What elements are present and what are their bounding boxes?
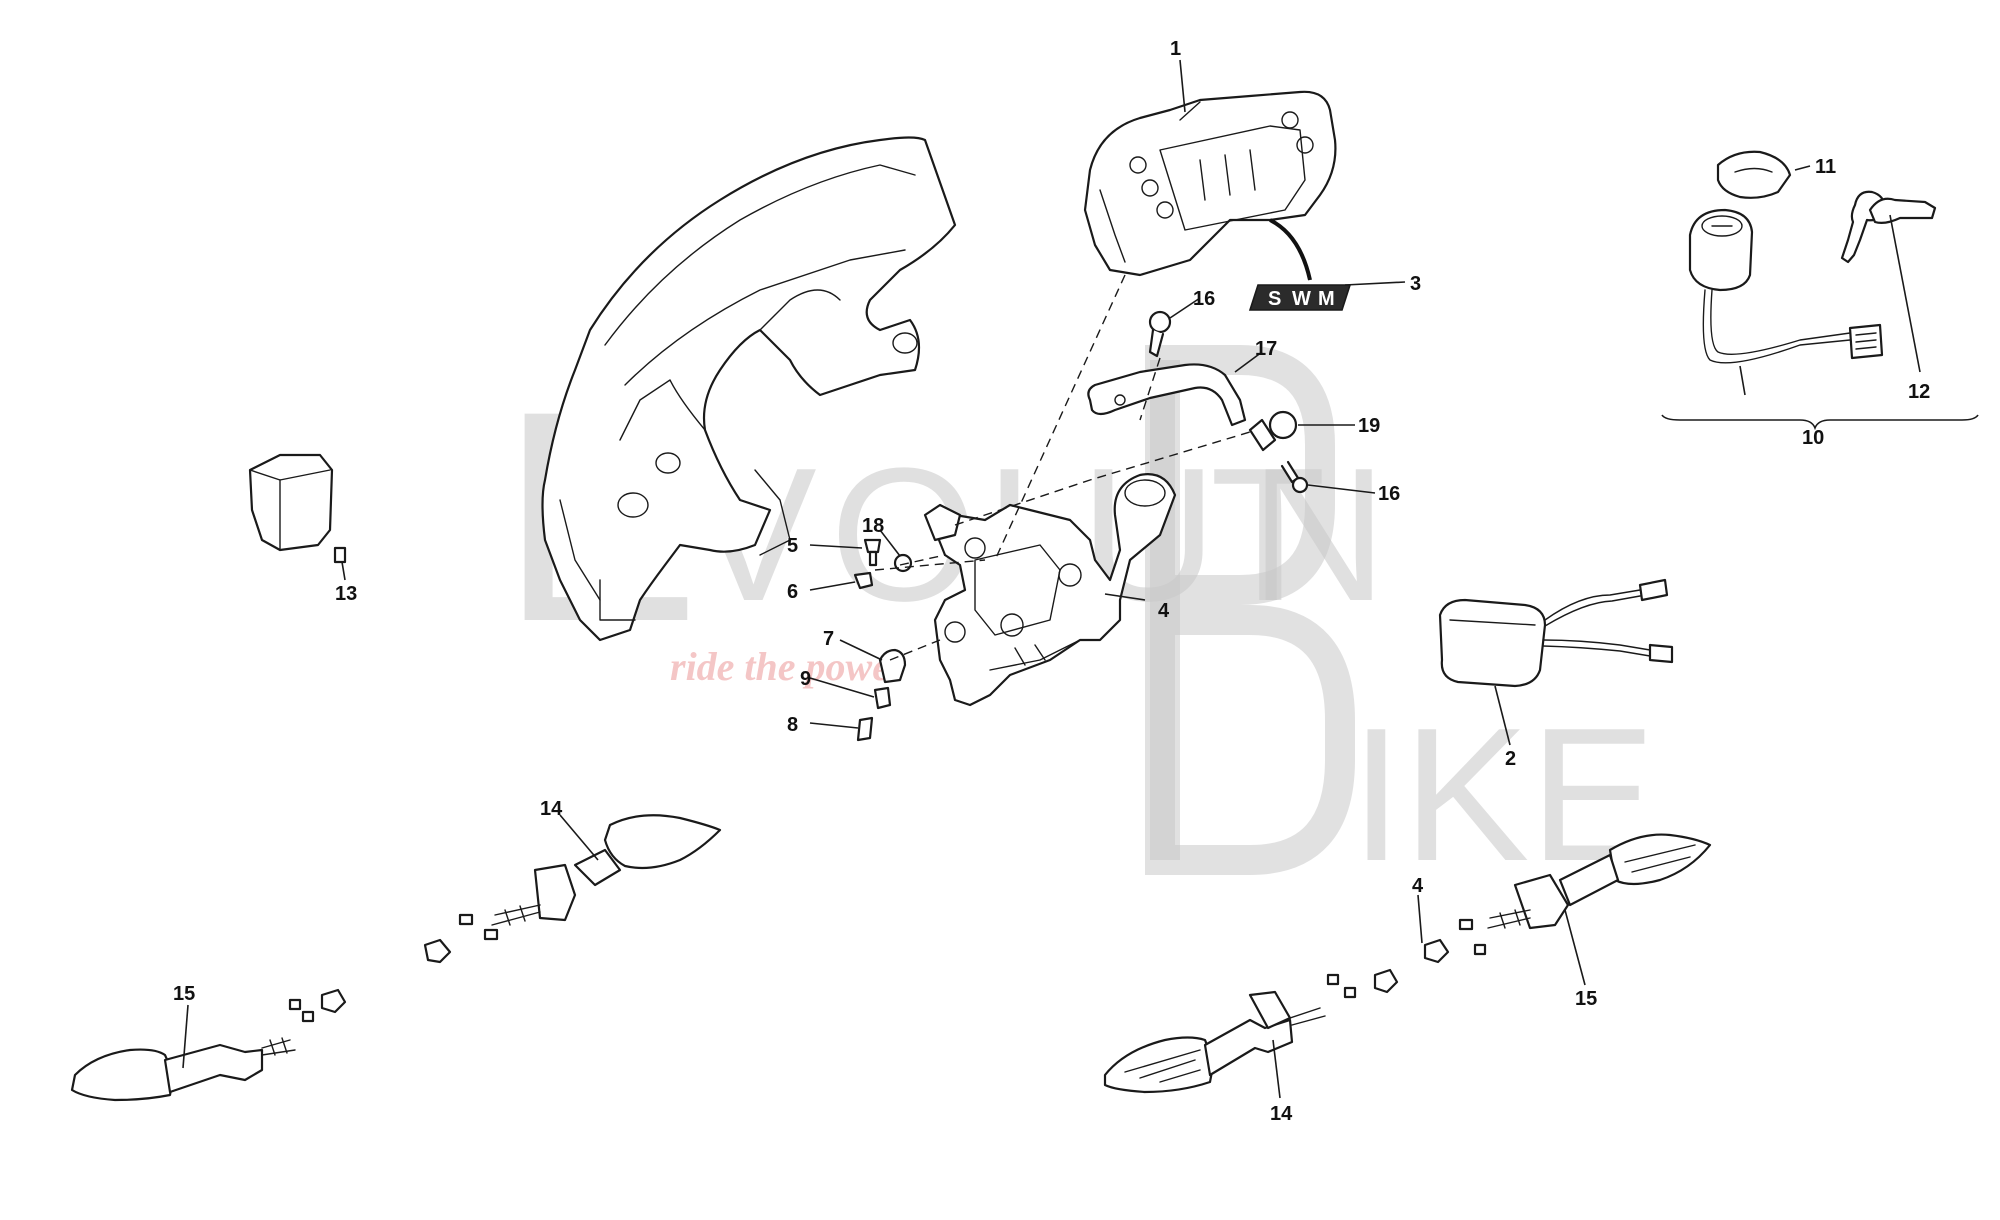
bolt-16-bottom xyxy=(1280,460,1309,494)
callout-10: 10 xyxy=(1802,427,1824,449)
leader-lines xyxy=(182,59,1921,1099)
assembly-lines xyxy=(874,274,1251,661)
watermark-letter-b xyxy=(1145,345,1355,875)
watermark-tagline: ride the power xyxy=(670,644,906,689)
callout-15-left: 15 xyxy=(173,983,195,1005)
bracket-17 xyxy=(1087,363,1247,427)
decal-letter-s: S xyxy=(1268,288,1281,310)
instrument-cluster xyxy=(1083,90,1337,277)
watermark-letter-n: N xyxy=(1250,429,1387,641)
callout-8: 8 xyxy=(787,714,798,736)
callout-16-bottom: 16 xyxy=(1378,483,1400,505)
turn-signal-14-right xyxy=(1103,968,1399,1094)
turn-signal-15-left xyxy=(70,988,347,1102)
fairing-mask xyxy=(541,136,957,642)
regulator-2 xyxy=(1438,578,1674,688)
callout-15-right: 15 xyxy=(1575,988,1597,1010)
relay-13 xyxy=(248,453,347,564)
decal-letter-w: W xyxy=(1292,288,1311,310)
callout-6: 6 xyxy=(787,581,798,603)
callout-19: 19 xyxy=(1358,415,1380,437)
callout-11: 11 xyxy=(1815,156,1836,178)
callout-12: 12 xyxy=(1908,381,1930,403)
callout-5: 5 xyxy=(787,535,798,557)
instrument-support xyxy=(923,473,1177,707)
callout-14-right: 14 xyxy=(1270,1103,1293,1125)
ignition-assembly xyxy=(1688,150,1937,364)
callout-18: 18 xyxy=(862,515,884,537)
swm-decal: S W M xyxy=(1248,218,1352,311)
callout-2: 2 xyxy=(1505,748,1516,770)
callout-16-top: 16 xyxy=(1193,288,1215,310)
turn-signal-14-left xyxy=(423,814,722,964)
callout-labels: 1 3 11 12 10 2 4 16 17 19 16 5 18 6 7 9 … xyxy=(173,38,1930,1125)
grommet-19 xyxy=(1248,410,1298,452)
callout-1: 1 xyxy=(1170,38,1181,60)
callout-17: 17 xyxy=(1255,338,1277,360)
callout-13: 13 xyxy=(335,583,357,605)
callout-9: 9 xyxy=(800,668,811,690)
callout-4-nut: 4 xyxy=(1412,875,1424,897)
decal-letter-m: M xyxy=(1318,288,1335,310)
turn-signal-15-right xyxy=(1423,833,1712,964)
group-10-brace xyxy=(1661,414,1979,431)
callout-4-support: 4 xyxy=(1158,600,1170,622)
callout-7: 7 xyxy=(823,628,834,650)
callout-3: 3 xyxy=(1410,273,1421,295)
bolt-16-top xyxy=(1148,310,1172,358)
callout-14-left: 14 xyxy=(540,798,563,820)
